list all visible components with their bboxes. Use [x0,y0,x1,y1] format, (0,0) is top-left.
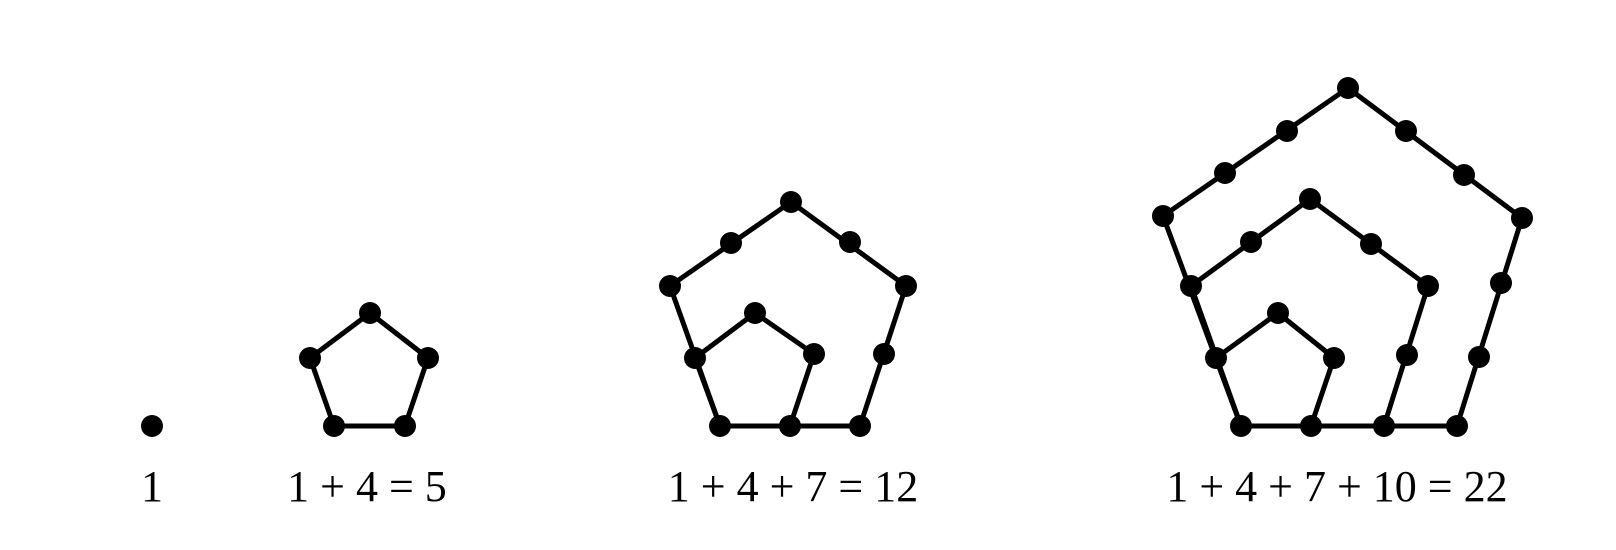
dot [1323,347,1345,369]
dot [359,302,381,324]
dot [1214,162,1236,184]
pentagon-side-4 [1160,85,1525,429]
dot [1276,120,1298,142]
dot [1360,233,1382,255]
dot [803,343,825,365]
dot [1267,302,1289,324]
dot [1299,188,1321,210]
dot [1417,275,1439,297]
dot [417,347,439,369]
dot [1373,415,1395,437]
dot [1152,205,1174,227]
figure-5 [299,302,439,437]
figure-1 [141,415,163,437]
dot [299,347,321,369]
dot [1300,415,1322,437]
figure-22 [1152,77,1533,437]
dot [1240,231,1262,253]
figure-12-caption: 1 + 4 + 7 = 12 [667,462,919,511]
dot [744,302,766,324]
dot [659,275,681,297]
dot [1453,164,1475,186]
dot [839,231,861,253]
dot [1446,415,1468,437]
dot [1396,344,1418,366]
dot [1230,415,1252,437]
dot [779,415,801,437]
dot [1180,275,1202,297]
dot [1337,77,1359,99]
dot [873,343,895,365]
dot [720,232,742,254]
dot [709,415,731,437]
pentagon-side-2 [307,310,431,429]
dot [394,415,416,437]
dot [1468,346,1490,368]
dot [141,415,163,437]
figure-12 [659,191,917,437]
dot [323,415,345,437]
figure-1-caption: 1 [141,462,163,511]
dot [849,415,871,437]
dot [684,347,706,369]
dot [1490,272,1512,294]
figure-22-caption: 1 + 4 + 7 + 10 = 22 [1166,462,1508,511]
dot [895,275,917,297]
dot [1511,207,1533,229]
dot [1205,347,1227,369]
pentagon-side-3 [667,199,909,429]
figure-5-caption: 1 + 4 = 5 [287,462,447,511]
dot [1395,120,1417,142]
dot [780,191,802,213]
